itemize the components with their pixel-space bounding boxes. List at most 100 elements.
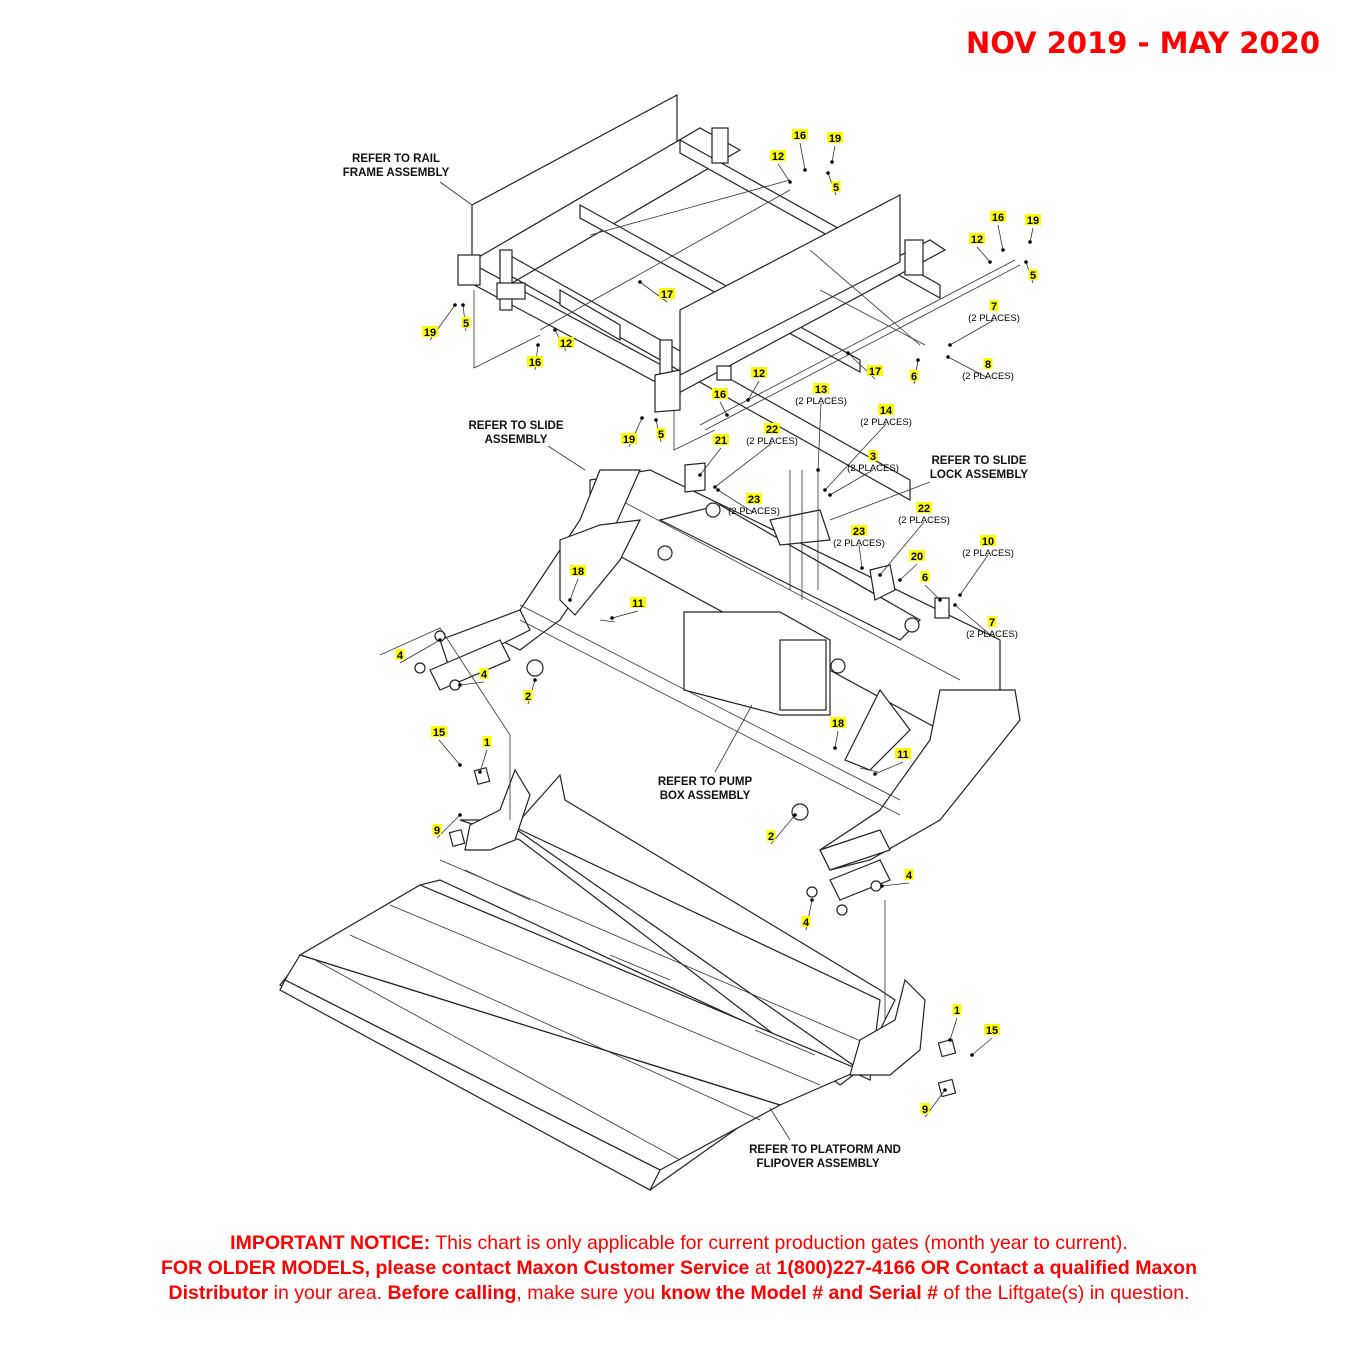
callout-number: 1 bbox=[954, 1005, 960, 1017]
callout-part-3: 3(2 PLACES) bbox=[828, 450, 899, 497]
notice-before-calling: Before calling bbox=[387, 1282, 517, 1304]
callout-quantity: (2 PLACES) bbox=[860, 417, 912, 428]
callout-part-7: 7(2 PLACES) bbox=[948, 300, 1020, 347]
callout-part-4: 4 bbox=[395, 638, 442, 664]
callout-arrow-icon bbox=[970, 1053, 974, 1057]
callout-arrow-icon bbox=[533, 678, 537, 682]
callout-arrow-icon bbox=[654, 418, 658, 422]
callout-leader-line bbox=[777, 163, 791, 183]
callout-number: 19 bbox=[829, 133, 841, 145]
notice-distributor: Distributor bbox=[168, 1282, 269, 1304]
notice-model-serial: know the Model # and Serial # bbox=[660, 1282, 938, 1304]
callout-number: 23 bbox=[748, 494, 760, 506]
callout-leader-line bbox=[924, 584, 941, 601]
rail-frame-assembly bbox=[457, 93, 1021, 502]
callout-highlight bbox=[621, 433, 637, 444]
callout-part-19: 19 bbox=[1025, 214, 1041, 244]
callout-number: 10 bbox=[982, 536, 994, 548]
callout-leader-line bbox=[829, 469, 874, 496]
callout-number: 4 bbox=[481, 669, 488, 681]
callout-arrow-icon bbox=[833, 746, 837, 750]
callout-part-5: 5 bbox=[826, 171, 841, 196]
callout-leader-line bbox=[959, 554, 989, 596]
callout-highlight bbox=[827, 132, 843, 143]
callout-highlight bbox=[432, 824, 442, 835]
callout-leader-line bbox=[834, 730, 839, 749]
ref-pump-box-l2: BOX ASSEMBLY bbox=[660, 790, 751, 802]
callout-arrow-icon bbox=[948, 1038, 952, 1042]
callout-highlight bbox=[751, 367, 767, 378]
callout-number: 19 bbox=[623, 434, 635, 446]
callout-leader-line bbox=[949, 319, 995, 346]
callout-arrow-icon bbox=[873, 772, 877, 776]
callout-arrow-icon bbox=[461, 303, 465, 307]
callout-number: 16 bbox=[794, 130, 806, 142]
callout-part-9: 9 bbox=[920, 1088, 947, 1118]
callout-number: 14 bbox=[880, 405, 893, 417]
callout-highlight bbox=[984, 1024, 1000, 1035]
callout-highlight bbox=[422, 326, 438, 337]
callout-number: 5 bbox=[658, 429, 664, 441]
callout-number: 7 bbox=[991, 301, 997, 313]
callout-leader-line bbox=[399, 639, 441, 664]
callout-arrow-icon bbox=[568, 598, 572, 602]
callout-highlight bbox=[851, 525, 867, 536]
callout-arrow-icon bbox=[916, 358, 920, 362]
callout-leader-line bbox=[817, 402, 822, 471]
callout-number: 12 bbox=[753, 368, 765, 380]
callout-part-10: 10(2 PLACES) bbox=[958, 535, 1014, 597]
callout-part-1: 1 bbox=[948, 1004, 962, 1042]
callout-arrow-icon bbox=[878, 573, 882, 577]
notice-text-5: of the Liftgate(s) in question. bbox=[937, 1282, 1190, 1304]
callout-arrow-icon bbox=[953, 603, 957, 607]
callout-leader-line bbox=[831, 145, 836, 163]
callout-arrow-icon bbox=[638, 280, 642, 284]
callout-number: 17 bbox=[869, 366, 881, 378]
callout-arrow-icon bbox=[948, 343, 952, 347]
platform-hinge-left bbox=[459, 773, 896, 1086]
callout-arrow-icon bbox=[803, 168, 807, 172]
callout-highlight bbox=[766, 830, 776, 841]
callout-arrow-icon bbox=[823, 488, 827, 492]
callout-arrow-icon bbox=[453, 303, 457, 307]
callout-leader-line bbox=[799, 142, 806, 171]
callout-part-15: 15 bbox=[431, 726, 462, 767]
callout-part-11: 11 bbox=[873, 748, 911, 776]
callout-number: 20 bbox=[911, 551, 923, 563]
callout-highlight bbox=[770, 150, 786, 161]
callout-number: 21 bbox=[715, 435, 727, 447]
callout-highlight bbox=[831, 181, 841, 192]
callout-arrow-icon bbox=[830, 160, 834, 164]
callout-part-6: 6 bbox=[909, 358, 920, 385]
callout-highlight bbox=[746, 493, 762, 504]
callout-arrow-icon bbox=[860, 566, 864, 570]
callout-highlight bbox=[431, 726, 447, 737]
notice-text-2: at bbox=[749, 1257, 777, 1279]
callout-part-16: 16 bbox=[990, 211, 1006, 252]
callout-highlight bbox=[952, 1004, 962, 1015]
callout-number: 18 bbox=[572, 566, 584, 578]
callout-part-1: 1 bbox=[478, 736, 492, 774]
callout-part-12: 12 bbox=[553, 328, 574, 352]
link-left bbox=[439, 609, 531, 671]
hinge-plate-left bbox=[464, 768, 531, 851]
callout-arrow-icon bbox=[716, 488, 720, 492]
callout-number: 22 bbox=[918, 503, 930, 515]
svg-text:REFER TO SLIDE: REFER TO SLIDE bbox=[932, 455, 1027, 467]
callout-quantity: (2 PLACES) bbox=[898, 515, 950, 526]
callout-number: 12 bbox=[772, 151, 784, 163]
callout-highlight bbox=[1025, 214, 1041, 225]
callout-quantity: (2 PLACES) bbox=[833, 538, 885, 549]
callout-arrow-icon bbox=[746, 398, 750, 402]
callout-number: 16 bbox=[529, 357, 541, 369]
flipover bbox=[279, 979, 661, 1191]
callout-part-19: 19 bbox=[621, 416, 644, 448]
callout-part-15: 15 bbox=[970, 1024, 1000, 1057]
callout-number: 6 bbox=[922, 572, 928, 584]
callout-highlight bbox=[920, 1103, 930, 1114]
callout-part-16: 16 bbox=[527, 343, 543, 371]
callout-part-17: 17 bbox=[846, 351, 883, 380]
callout-leader-line bbox=[438, 739, 461, 766]
roller-right bbox=[791, 803, 809, 821]
notice-text-3: in your area. bbox=[268, 1282, 388, 1304]
